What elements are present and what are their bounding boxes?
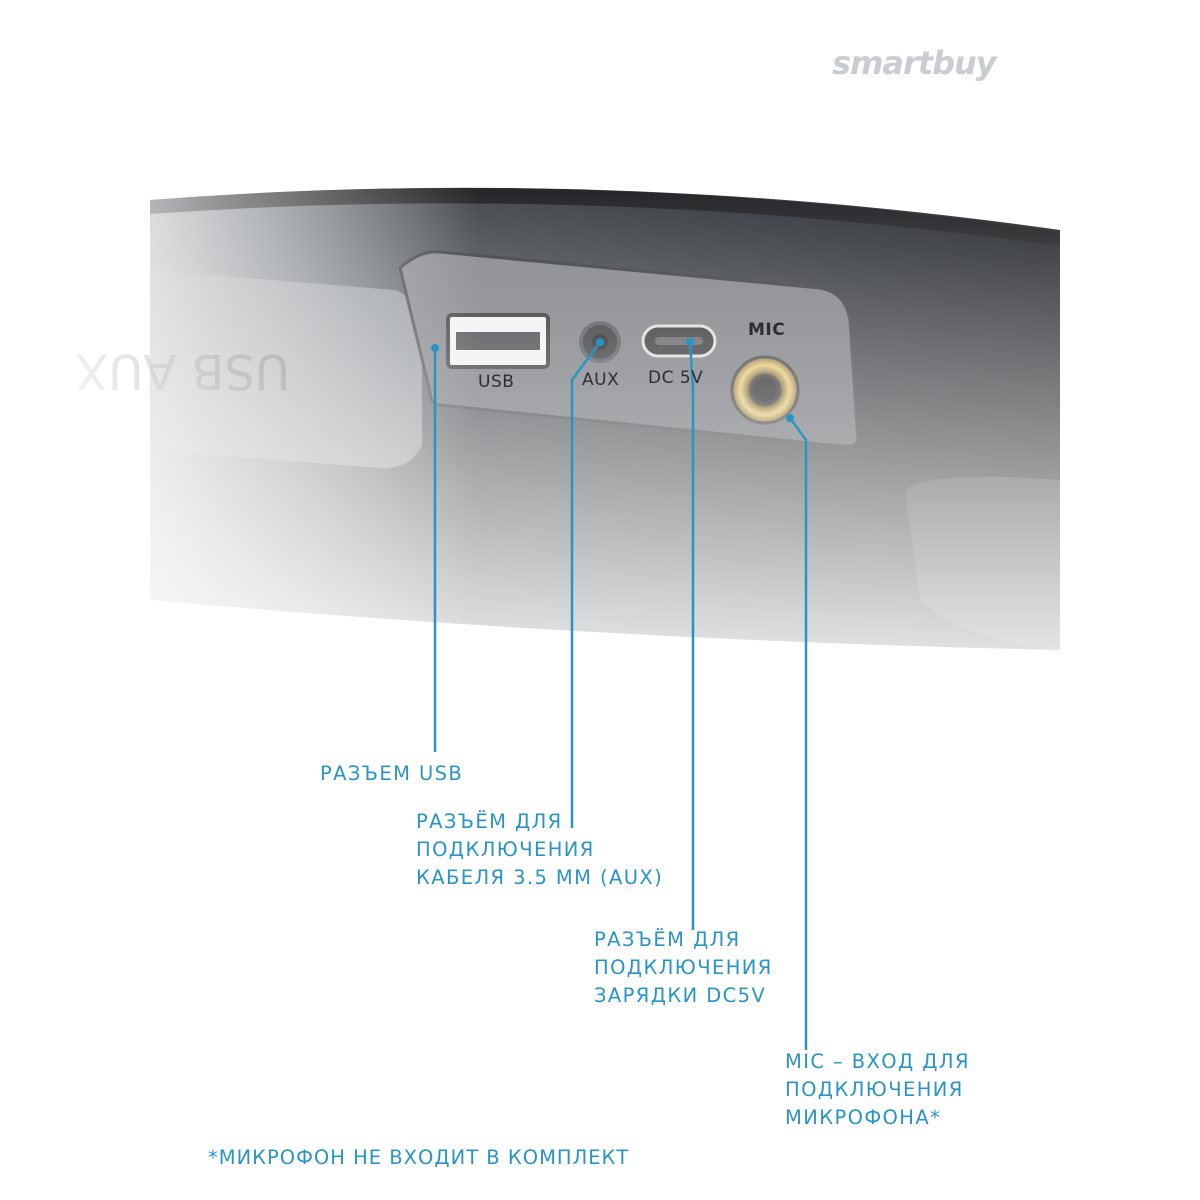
- brand-logo: smartbuy: [832, 44, 997, 82]
- usb-port-label: USB: [478, 372, 515, 392]
- dc-port-label: DC 5V: [648, 368, 704, 388]
- aux-port-label: AUX: [582, 370, 620, 390]
- footnote: *МИКРОФОН НЕ ВХОДИТ В КОМПЛЕКТ: [208, 1146, 630, 1169]
- leader-line-mic: [788, 417, 808, 1050]
- callout-mic: MIC – ВХОД ДЛЯ ПОДКЛЮЧЕНИЯ МИКРОФОНА*: [785, 1050, 970, 1129]
- callout-usb: РАЗЪЕМ USB: [320, 762, 464, 785]
- mic-port-label: MIC: [748, 320, 786, 340]
- callout-dc: РАЗЪЁМ ДЛЯ ПОДКЛЮЧЕНИЯ ЗАРЯДКИ DC5V: [594, 928, 773, 1007]
- leader-line-dc: [688, 341, 695, 930]
- callout-aux: РАЗЪЁМ ДЛЯ ПОДКЛЮЧЕНИЯ КАБЕЛЯ 3.5 ММ (AU…: [416, 810, 664, 889]
- leader-line-aux: [570, 341, 602, 828]
